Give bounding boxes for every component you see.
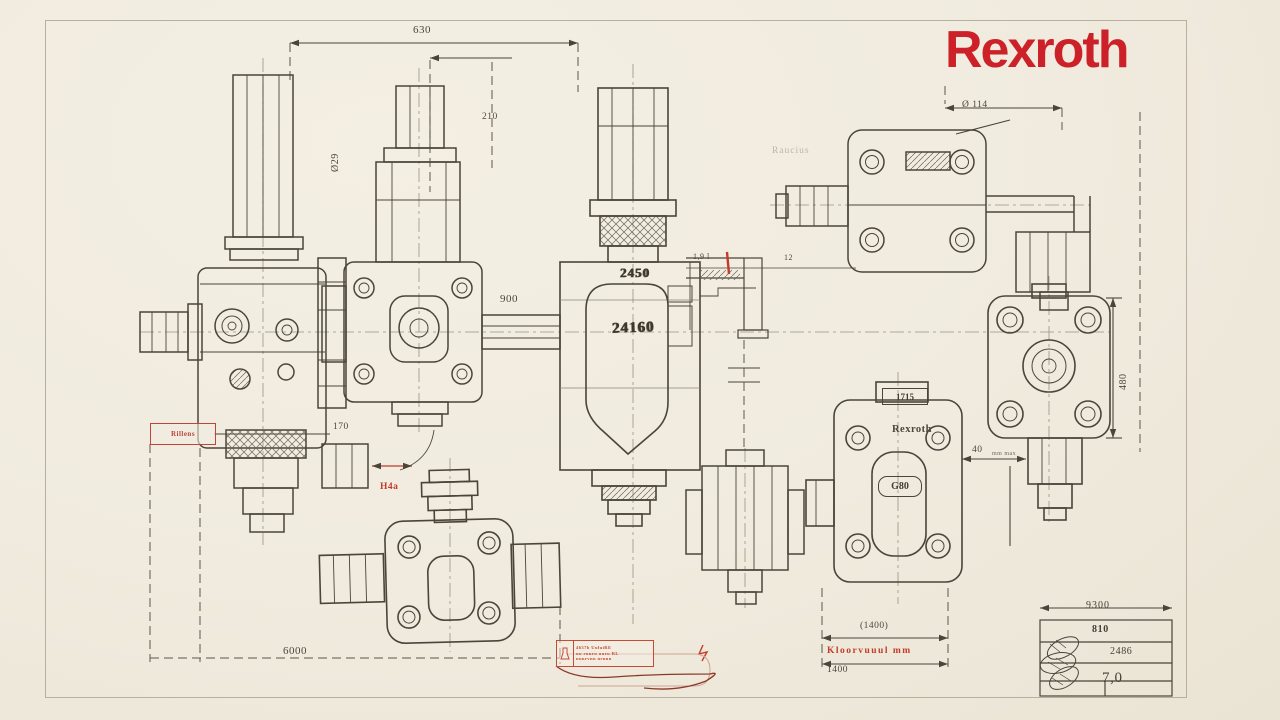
red-dim-tag: H4a xyxy=(380,482,399,492)
pipe-note: 12 xyxy=(784,253,793,262)
dim-top-inner: 210 xyxy=(482,112,498,122)
valve-view-left xyxy=(139,74,347,533)
red-marks xyxy=(372,251,731,690)
valve-view-bottom-right xyxy=(805,381,963,583)
valve-view-top-right xyxy=(775,129,1091,311)
faint-note: Raucius xyxy=(772,146,810,156)
dim-right-height: 480 xyxy=(1118,373,1129,391)
valve-view-center xyxy=(559,87,701,527)
valve-view-bottom-center xyxy=(685,449,805,605)
left-note-170: 170 xyxy=(333,422,349,432)
dim-1400-bottom: 1400 xyxy=(827,665,848,675)
dim-offset-40: 40 xyxy=(972,445,983,455)
stamp-line-1: 4637b UuluiRE xyxy=(576,644,612,650)
valve-view-solenoid-left xyxy=(321,85,561,489)
brand-small-label: Rexroth xyxy=(891,424,933,435)
title-block-row1: 810 xyxy=(1092,624,1109,635)
inspection-stamp: 4637b UuluiRE uu runru uuru RL nunrvnn n… xyxy=(556,640,654,667)
witness-lines xyxy=(149,43,1141,672)
title-block-row3: 7,0 xyxy=(1102,670,1123,686)
plate-1715-text: 1715 xyxy=(896,391,914,402)
dim-connector: 900 xyxy=(500,293,518,305)
red-bottom-note: Kloorvuuul mm xyxy=(827,646,912,656)
center-lines xyxy=(140,58,1110,652)
valve-view-right-front xyxy=(987,283,1111,521)
signature-squiggle xyxy=(555,665,716,690)
rexroth-logo: Rexroth xyxy=(945,21,1129,79)
volume-note: 1,9 l xyxy=(693,252,710,261)
dim-top-width: 630 xyxy=(413,24,431,36)
shell-hatch-icon xyxy=(1039,636,1080,690)
dim-1400-top: (1400) xyxy=(860,621,889,631)
valve-model-label: 2450 xyxy=(620,265,650,280)
dim-offset-40-suffix: mm max xyxy=(992,451,1017,457)
pipe-elbow xyxy=(686,257,856,339)
dim-dia-small: Ø29 xyxy=(330,153,341,172)
plate-1715: 1715 xyxy=(882,388,928,405)
stamp-line-3: nunrvnn nrnnn xyxy=(576,656,612,662)
stamp-symbol-icon xyxy=(557,641,574,666)
port-g80-text: G80 xyxy=(891,481,909,492)
valve-view-bottom-left xyxy=(318,468,562,644)
dim-baseline: 6000 xyxy=(283,645,307,657)
red-left-tag: Rillens xyxy=(150,423,216,445)
red-tick-mark xyxy=(697,644,709,662)
title-block-lines xyxy=(1039,604,1173,697)
stamp-line-2: uu runru uuru RL xyxy=(576,650,619,656)
red-left-tag-text: Rillens xyxy=(170,430,196,438)
port-g80-label: G80 xyxy=(878,476,922,497)
dim-dia-right: Ø 114 xyxy=(962,100,988,110)
valve-serial-label: 24160 xyxy=(611,319,655,337)
title-block-header: 9300 xyxy=(1086,600,1110,611)
title-block-row2: 2486 xyxy=(1110,646,1133,657)
dimension-lines xyxy=(290,39,1122,668)
